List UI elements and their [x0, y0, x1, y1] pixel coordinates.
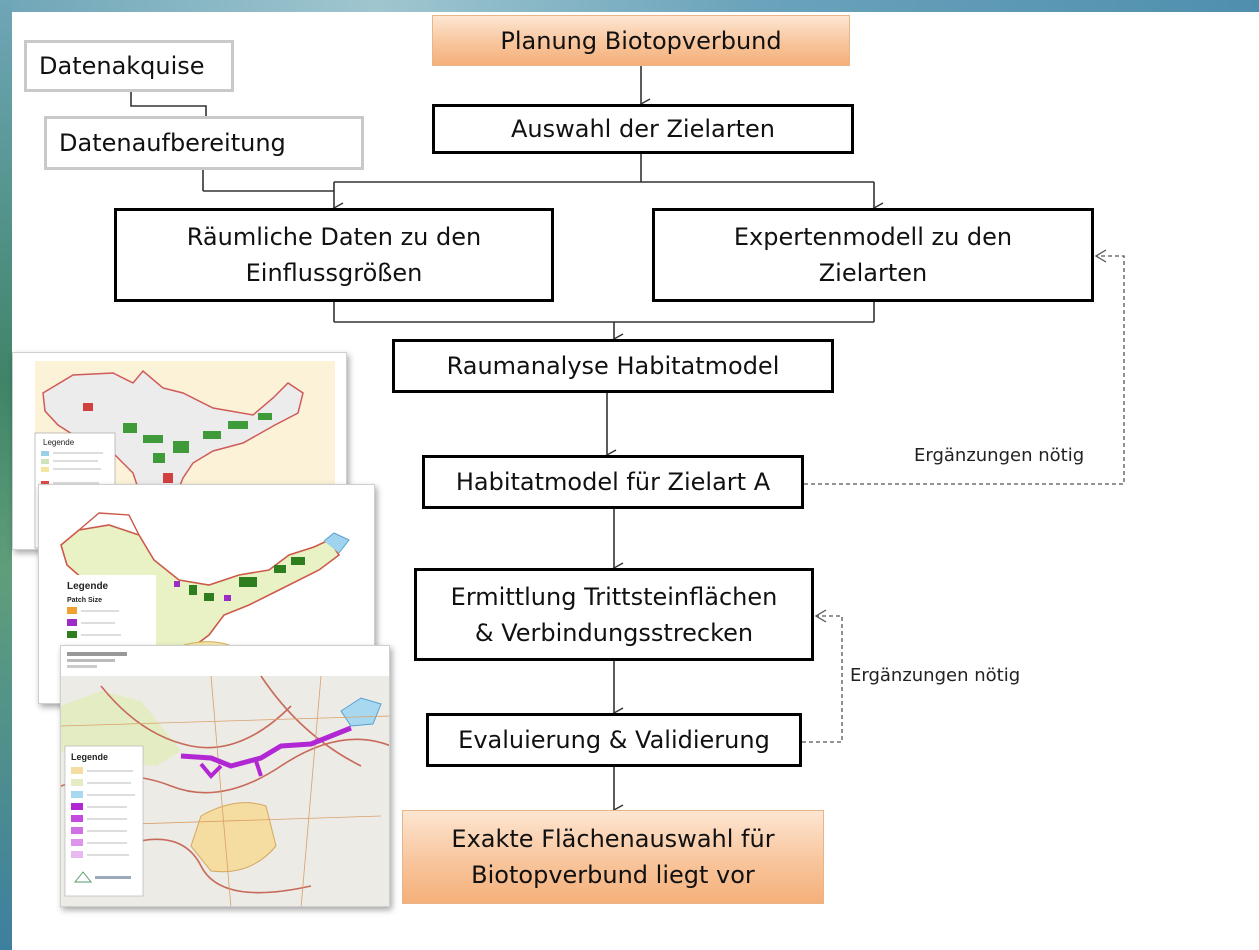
- feedback-label-2: Ergänzungen nötig: [850, 665, 1021, 686]
- node-datenaufbereitung-label: Datenaufbereitung: [59, 129, 286, 157]
- node-habitatmodel-label: Habitatmodel für Zielart A: [455, 468, 771, 496]
- map-1-legend-title: Legende: [43, 438, 75, 447]
- feedback-edge-1: [804, 255, 1125, 485]
- feedback-label-1: Ergänzungen nötig: [914, 445, 1085, 466]
- node-exakte-label: Exakte Flächenauswahl für Biotopverbund …: [451, 825, 775, 889]
- map-3-graphic: Legende: [61, 646, 389, 906]
- map-thumbnail-3: Legende: [60, 645, 390, 907]
- node-raeumliche-label: Räumliche Daten zu den Einflussgrößen: [186, 223, 482, 287]
- node-evaluierung-validierung: Evaluierung & Validierung: [426, 713, 802, 767]
- background-strip-left: [0, 0, 12, 950]
- node-evaluierung-label: Evaluierung & Validierung: [458, 726, 770, 754]
- node-exakte-flaechenauswahl: Exakte Flächenauswahl für Biotopverbund …: [402, 810, 824, 904]
- map-2-legend-subtitle: Patch Size: [67, 597, 102, 604]
- node-planung-biotopverbund: Planung Biotopverbund: [432, 15, 850, 66]
- node-datenakquise-label: Datenakquise: [39, 52, 205, 80]
- background-strip-top: [0, 0, 1259, 12]
- node-raeumliche-daten: Räumliche Daten zu den Einflussgrößen: [114, 208, 554, 302]
- feedback-arrowhead-1: [1094, 249, 1107, 263]
- node-ermittlung-label: Ermittlung Trittsteinflächen & Verbindun…: [450, 582, 778, 647]
- node-expertenmodell-label: Expertenmodell zu den Zielarten: [733, 223, 1013, 287]
- feedback-arrowhead-2: [814, 609, 827, 623]
- node-raumanalyse-habitatmodel: Raumanalyse Habitatmodel: [392, 339, 834, 393]
- node-auswahl-label: Auswahl der Zielarten: [511, 115, 775, 143]
- node-datenaufbereitung: Datenaufbereitung: [44, 116, 364, 170]
- map-2-legend-title: Legende: [67, 581, 109, 592]
- edge-akquise-aufbereitung: [130, 91, 206, 118]
- node-ermittlung-trittsteinflaechen: Ermittlung Trittsteinflächen & Verbindun…: [414, 568, 814, 661]
- feedback-edge-2: [802, 615, 843, 743]
- node-raumanalyse-label: Raumanalyse Habitatmodel: [446, 352, 780, 380]
- map-3-legend-title: Legende: [71, 752, 108, 762]
- node-planung-label: Planung Biotopverbund: [500, 26, 782, 55]
- node-auswahl-zielarten: Auswahl der Zielarten: [432, 104, 854, 154]
- node-expertenmodell: Expertenmodell zu den Zielarten: [652, 208, 1094, 302]
- node-habitatmodel-zielart-a: Habitatmodel für Zielart A: [422, 455, 804, 509]
- node-datenakquise: Datenakquise: [24, 40, 234, 92]
